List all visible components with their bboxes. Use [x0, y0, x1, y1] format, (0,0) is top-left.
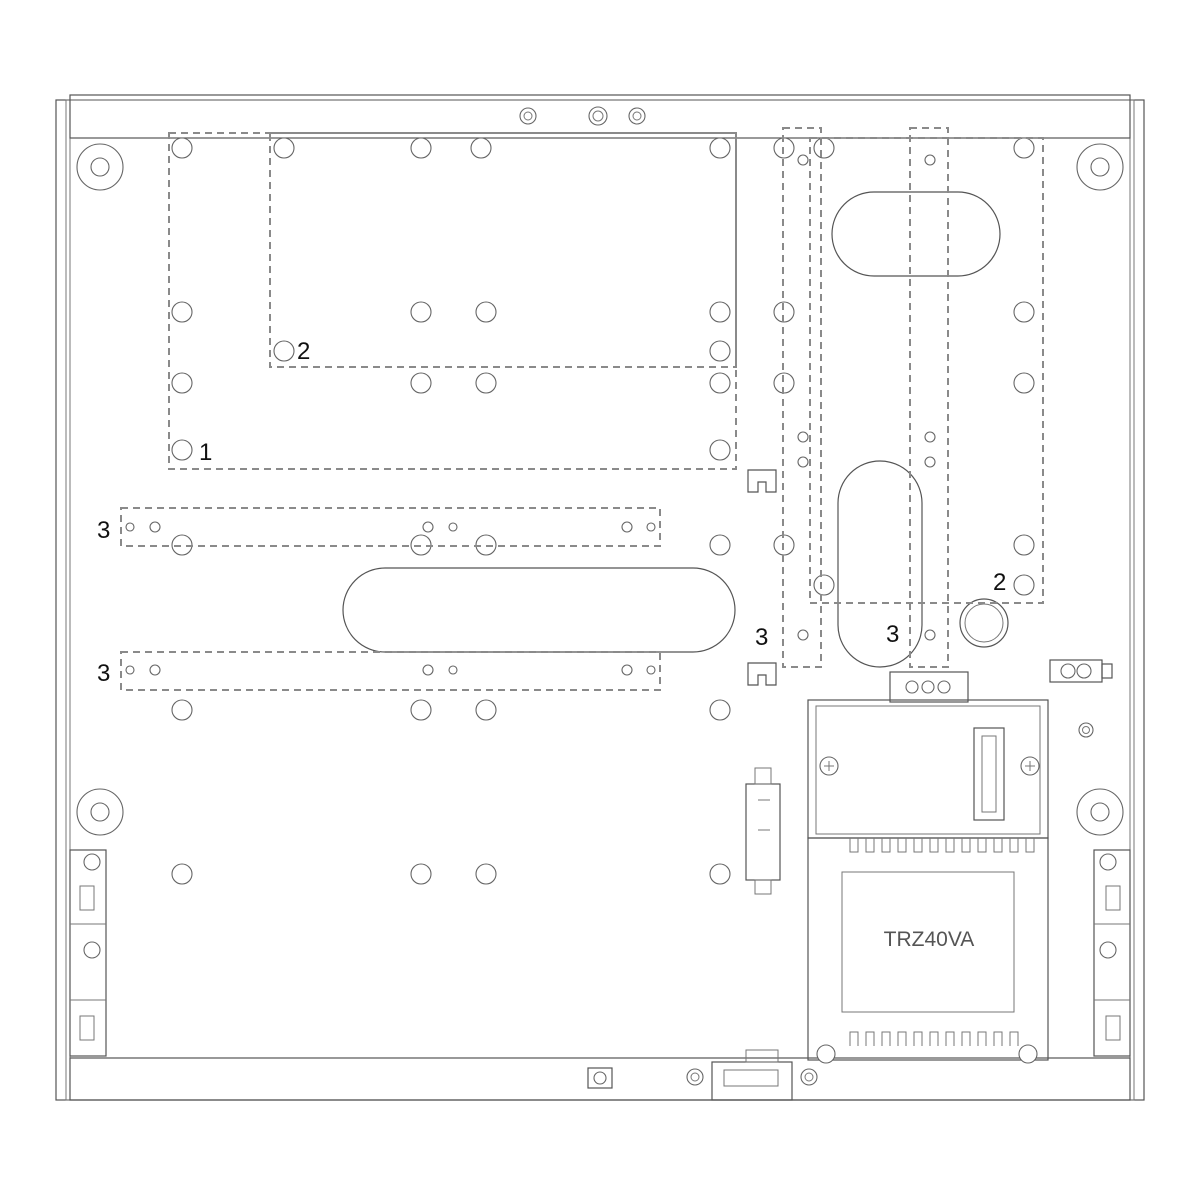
top-rail — [69, 94, 1131, 139]
right-hinge-bracket — [1093, 849, 1131, 1057]
callout-labels: 1 2 2 3 3 3 3 — [97, 338, 1006, 687]
bottom-rail — [69, 1057, 1131, 1101]
callout-3-left-vertical: 3 — [755, 624, 768, 651]
tamper-switch — [745, 767, 781, 895]
transformer-model-label: TRZ40VA — [884, 928, 975, 951]
callout-3-lower-strip: 3 — [97, 660, 110, 687]
zone-2-left — [269, 132, 737, 368]
callout-2-left: 2 — [297, 338, 310, 365]
bottom-rail-fittings — [587, 1049, 818, 1101]
callout-1: 1 — [199, 439, 212, 466]
backplate-mounting-holes — [171, 137, 1035, 885]
callout-2-right: 2 — [993, 569, 1006, 596]
callout-3-right-vertical: 3 — [886, 621, 899, 648]
ground-terminal — [1049, 659, 1113, 738]
zone-2-right — [809, 137, 1044, 604]
transformer: TRZ40VA — [807, 671, 1049, 1064]
enclosure-housing — [55, 94, 1145, 1101]
zone-3-strips — [120, 127, 949, 691]
rail-clips — [747, 469, 777, 686]
corner-mounting-holes — [76, 143, 1124, 836]
left-hinge-bracket — [69, 849, 107, 1057]
callout-3-upper-strip: 3 — [97, 517, 110, 544]
cable-entry-slots — [342, 191, 1009, 668]
zone-1 — [168, 132, 737, 470]
transformer-fins — [849, 838, 1035, 1046]
top-rail-screws — [519, 106, 646, 126]
